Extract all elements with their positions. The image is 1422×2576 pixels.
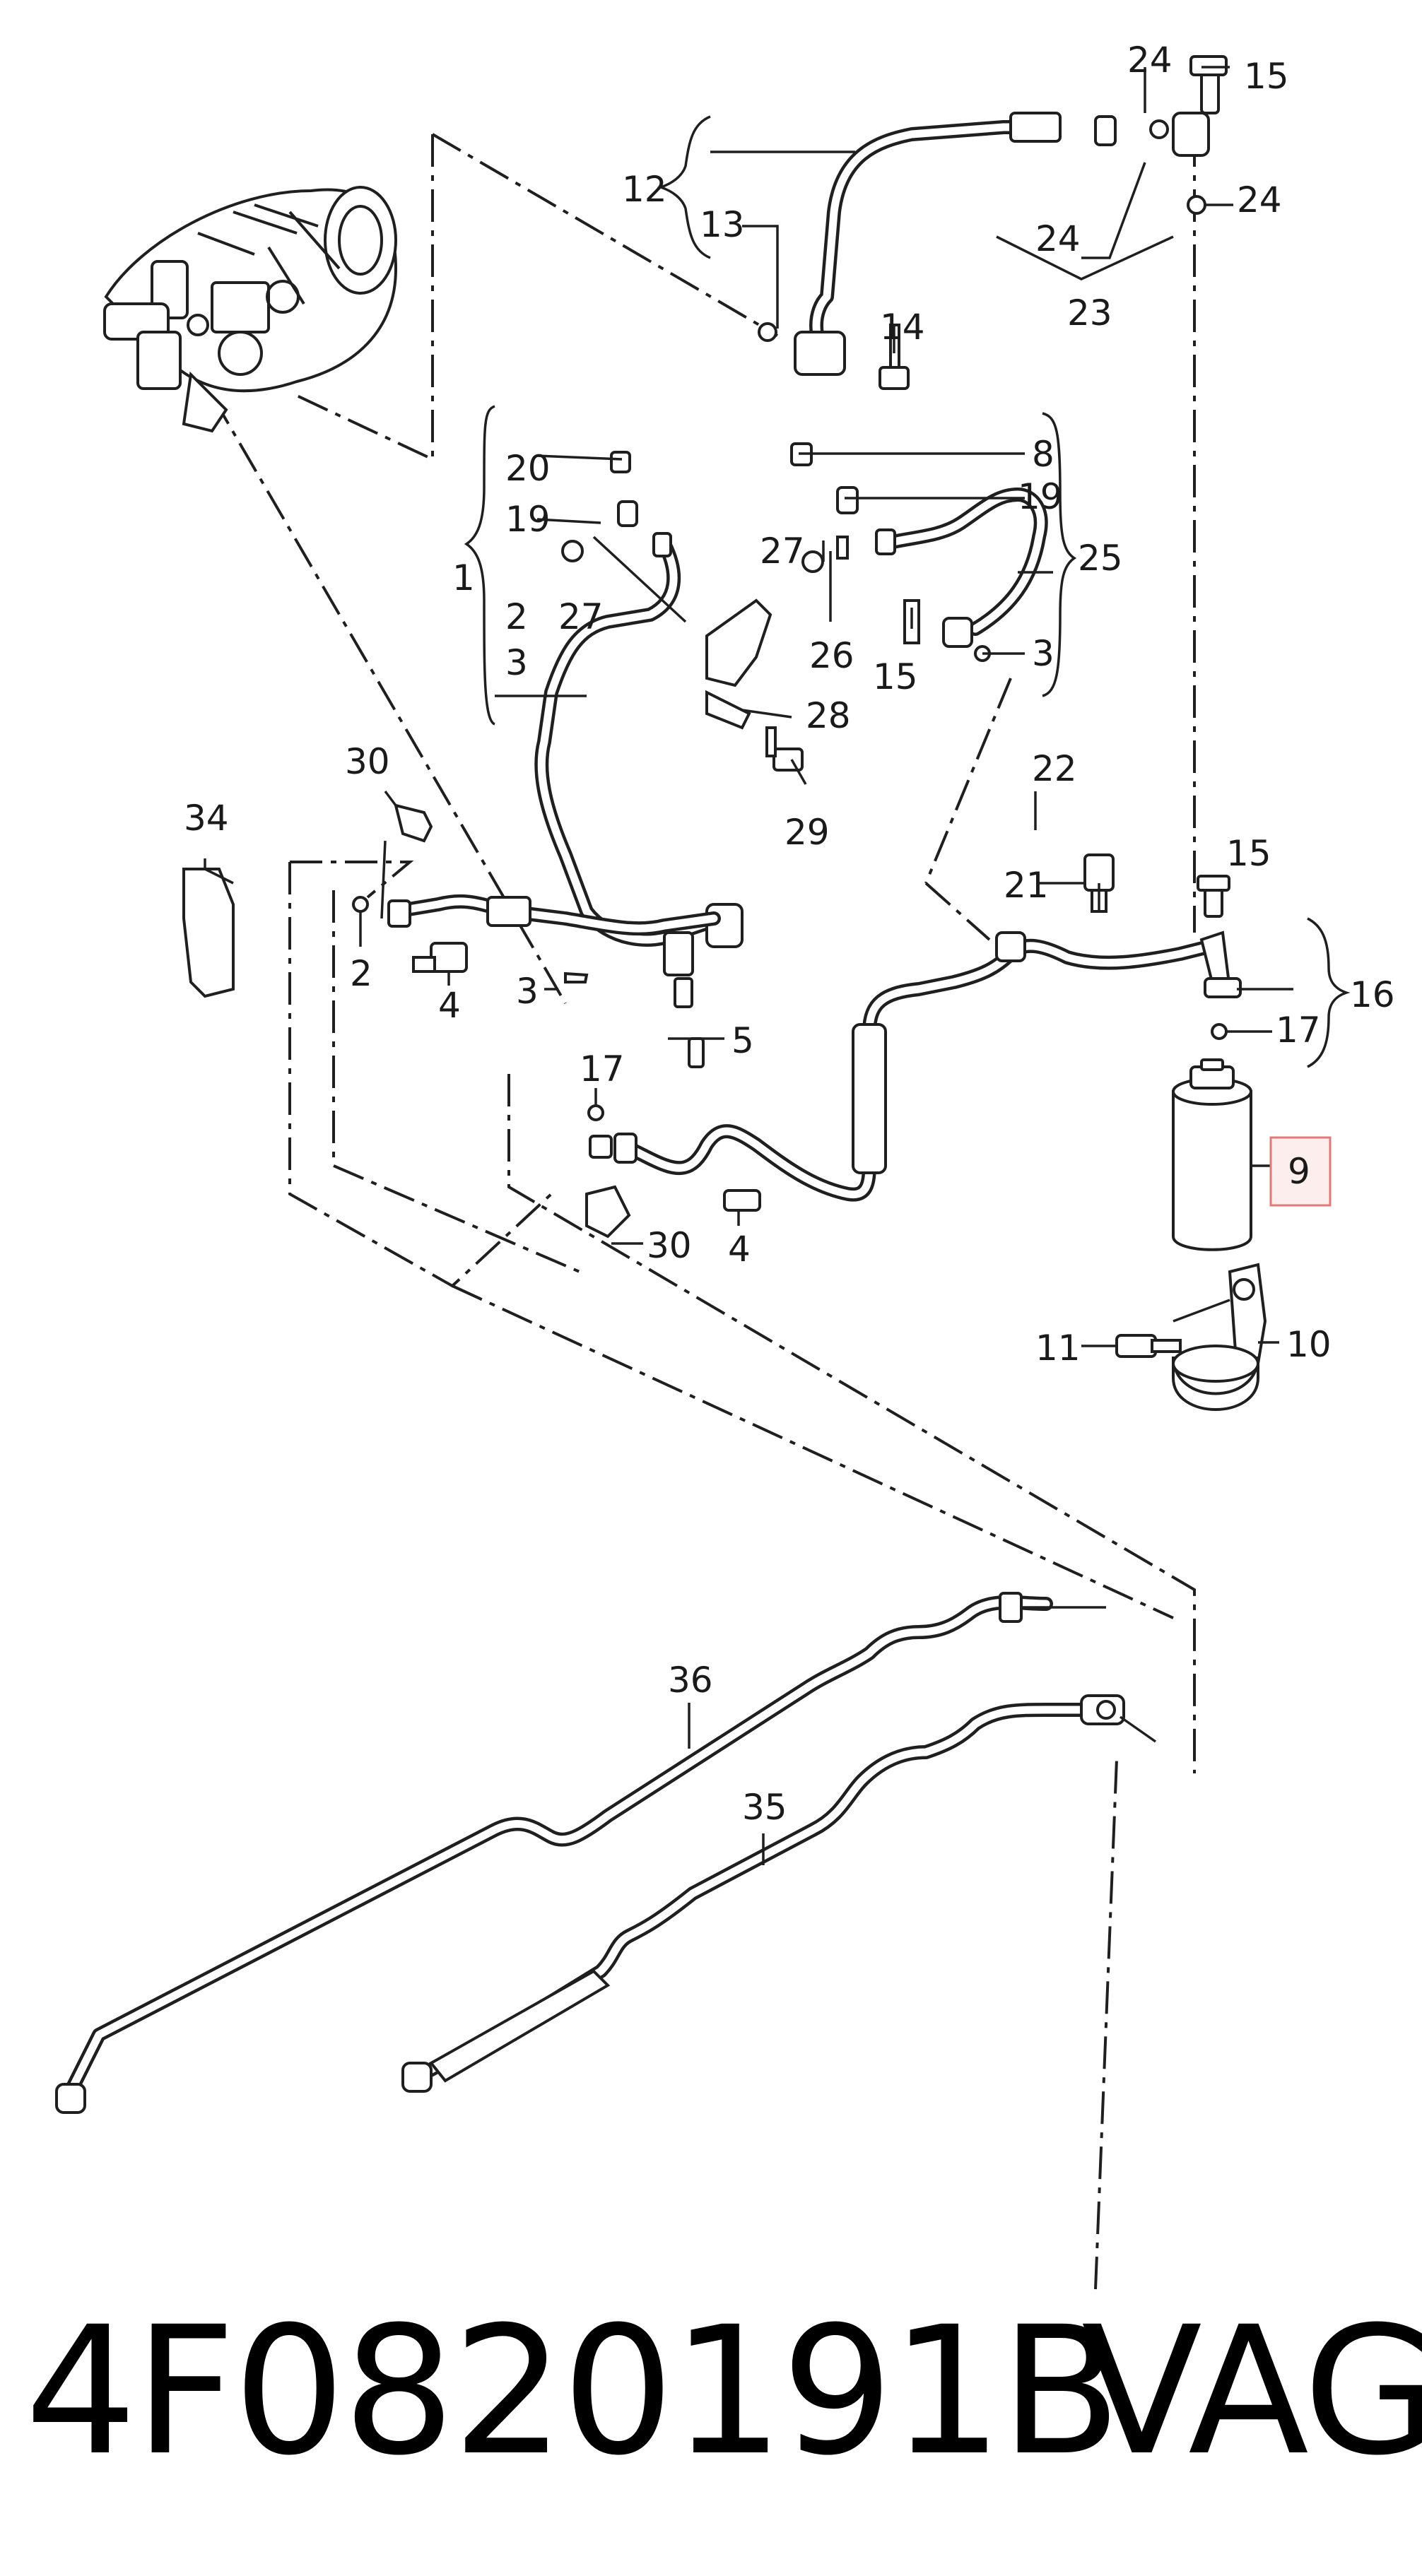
- callout-3-group: 3: [505, 642, 528, 683]
- callout-22: 22: [1032, 748, 1077, 789]
- callout-10: 10: [1286, 1324, 1332, 1365]
- callout-4-lower: 4: [728, 1229, 751, 1270]
- callout-26: 26: [809, 635, 854, 676]
- callout-1: 1: [452, 557, 475, 598]
- callout-25: 25: [1078, 538, 1123, 579]
- callout-35: 35: [742, 1787, 787, 1828]
- callout-13: 13: [700, 204, 745, 245]
- callout-15-mid: 15: [873, 656, 918, 697]
- callout-17-lower: 17: [580, 1048, 625, 1089]
- callout-27-right: 27: [760, 531, 805, 572]
- pipe-main-drier: [585, 853, 1242, 1239]
- callout-29: 29: [785, 812, 830, 853]
- callout-24-top: 24: [1127, 40, 1173, 81]
- leader-lines: [204, 66, 1351, 1865]
- callout-12: 12: [622, 169, 667, 210]
- callout-8: 8: [1032, 434, 1054, 475]
- pipe-12: [758, 55, 1228, 390]
- callout-19-left: 19: [505, 499, 551, 540]
- callout-14: 14: [880, 307, 925, 348]
- callout-27-left: 27: [558, 596, 604, 637]
- callout-9: 9: [1288, 1151, 1310, 1192]
- callout-15-top: 15: [1244, 56, 1289, 97]
- callout-4-left: 4: [438, 985, 461, 1026]
- callout-30-top: 30: [345, 741, 390, 782]
- callout-34: 34: [184, 798, 229, 839]
- callout-24-right: 24: [1237, 179, 1282, 220]
- drier-bracket: [1115, 1263, 1267, 1411]
- callout-30-lower: 30: [647, 1225, 692, 1266]
- callout-36: 36: [668, 1660, 713, 1701]
- pipe-left-lower: [182, 803, 721, 998]
- callout-labels: 12 13 14 24 15 24 24 23 20 19 1 2 27 3 8…: [184, 40, 1395, 1828]
- callout-19-right: 19: [1018, 476, 1063, 517]
- callout-28: 28: [806, 695, 851, 736]
- pipe-36: [55, 1592, 1053, 2114]
- assembly-dash-lines: [211, 133, 1196, 2290]
- callout-21: 21: [1004, 865, 1049, 906]
- callout-23: 23: [1067, 293, 1112, 333]
- callout-11: 11: [1035, 1328, 1081, 1369]
- brand-name: VAG: [1081, 2288, 1422, 2494]
- callout-3-left: 3: [516, 971, 539, 1012]
- pipe-35: [401, 1694, 1125, 2093]
- callout-20: 20: [505, 448, 551, 489]
- receiver-drier: [1172, 1058, 1252, 1251]
- callout-5: 5: [731, 1020, 754, 1061]
- callout-16: 16: [1350, 974, 1395, 1015]
- callout-3-right: 3: [1032, 633, 1054, 674]
- part-number: 4F0820191B: [25, 2288, 1122, 2494]
- callout-2-group: 2: [505, 596, 528, 637]
- callout-15-right: 15: [1226, 833, 1271, 874]
- callout-2-left: 2: [350, 953, 372, 994]
- pipe-1: [534, 451, 744, 1068]
- pipe-25: [705, 442, 1048, 772]
- compressor-illustration: [103, 186, 398, 433]
- callout-24-mid: 24: [1035, 218, 1081, 259]
- highlight-box-9: [1269, 1136, 1332, 1207]
- callout-17-right: 17: [1276, 1010, 1321, 1051]
